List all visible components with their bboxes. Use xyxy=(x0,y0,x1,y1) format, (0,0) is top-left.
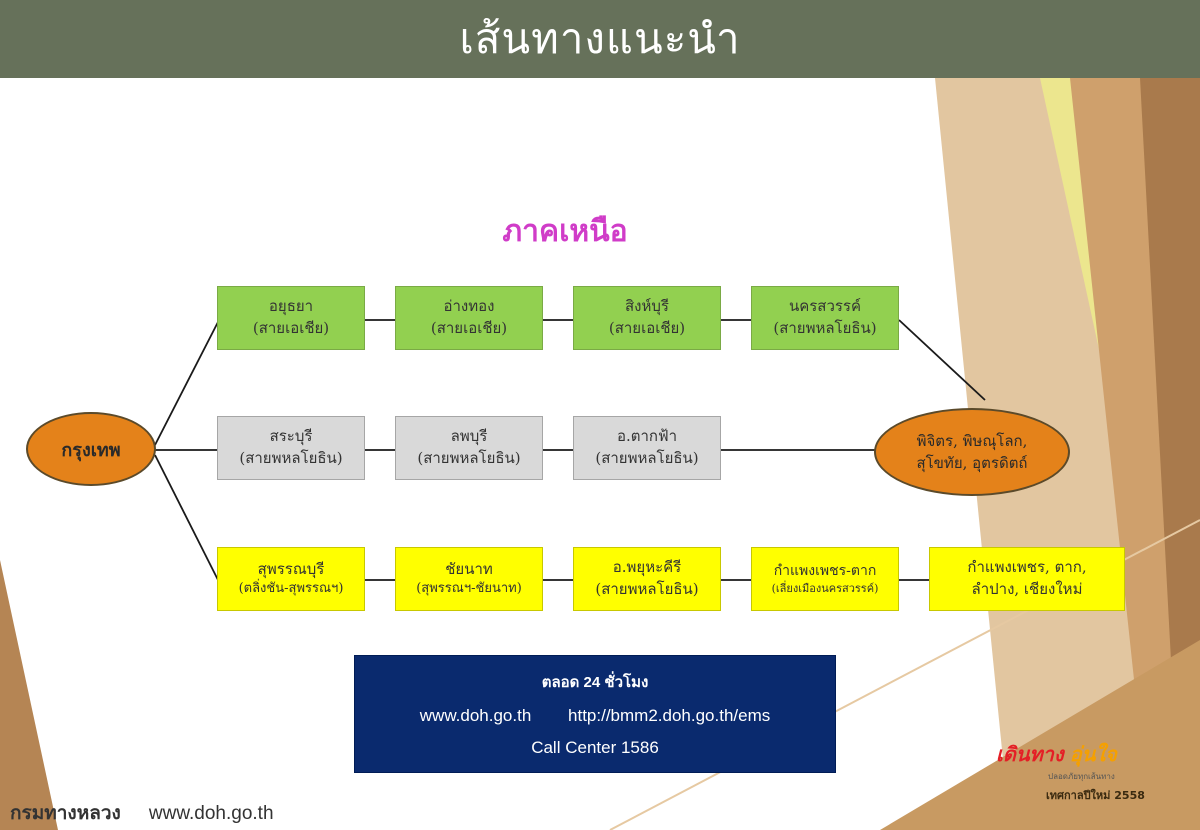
node-row1-4: นครสวรรค์ (สายพหลโยธิน) xyxy=(751,286,899,350)
node-name: สิงห์บุรี xyxy=(625,297,669,316)
connector-origin-row3 xyxy=(154,454,219,581)
right-brown-decoration xyxy=(1140,78,1200,830)
node-row3-1: สุพรรณบุรี (ตลิ่งชัน-สุพรรณฯ) xyxy=(217,547,365,611)
footer-website[interactable]: www.doh.go.th xyxy=(148,803,274,824)
website-link-main[interactable]: www.doh.go.th xyxy=(419,706,532,725)
node-road: (สายเอเชีย) xyxy=(430,319,508,337)
node-name: สุพรรณบุรี xyxy=(257,559,325,578)
node-row1-3: สิงห์บุรี (สายเอเชีย) xyxy=(573,286,721,350)
node-row3-4: กำแพงเพชร-ตาก (เลี่ยงเมืองนครสวรรค์) xyxy=(751,547,899,611)
call-center: Call Center 1586 xyxy=(531,738,659,757)
node-name: กำแพงเพชร-ตาก xyxy=(773,562,877,579)
node-road: (สายพหลโยธิน) xyxy=(239,449,343,467)
node-road: (สายพหลโยธิน) xyxy=(773,319,877,337)
node-name: ชัยนาท xyxy=(445,559,493,578)
node-road: (สายพหลโยธิน) xyxy=(595,580,699,598)
node-name: อ.ตากฟ้า xyxy=(616,427,678,446)
node-name: นครสวรรค์ xyxy=(788,297,862,316)
node-name: อ่างทอง xyxy=(443,297,495,316)
node-name: ลพบุรี xyxy=(450,427,488,446)
contact-info-box: ตลอด 24 ชั่วโมง www.doh.go.th http://bmm… xyxy=(354,655,836,773)
destination-node: พิจิตร, พิษณุโลก, สุโขทัย, อุตรดิตถ์ xyxy=(874,408,1070,496)
origin-node: กรุงเทพ xyxy=(26,412,156,486)
logo-text-1: เดินทาง xyxy=(996,742,1064,766)
destination-line1: พิจิตร, พิษณุโลก, xyxy=(916,431,1028,450)
footer: กรมทางหลวง www.doh.go.th xyxy=(10,798,274,828)
connector-origin-row1 xyxy=(154,321,219,446)
footer-org: กรมทางหลวง xyxy=(10,802,121,824)
service-hours: ตลอด 24 ชั่วโมง xyxy=(541,674,649,691)
logo-subtitle: ปลอดภัยทุกเส้นทาง xyxy=(1048,772,1115,781)
origin-label: กรุงเทพ xyxy=(61,439,121,461)
node-row3-2: ชัยนาท (สุพรรณฯ-ชัยนาท) xyxy=(395,547,543,611)
website-link-ems[interactable]: http://bmm2.doh.go.th/ems xyxy=(568,706,771,725)
node-road: (สายพหลโยธิน) xyxy=(417,449,521,467)
campaign-logo: เดินทางอุ่นใจ ปลอดภัยทุกเส้นทาง เทศกาลปี… xyxy=(996,738,1186,822)
node-row2-3: อ.ตากฟ้า (สายพหลโยธิน) xyxy=(573,416,721,480)
node-road: (สายเอเชีย) xyxy=(608,319,686,337)
node-road: (สุพรรณฯ-ชัยนาท) xyxy=(416,581,522,597)
node-row2-2: ลพบุรี (สายพหลโยธิน) xyxy=(395,416,543,480)
node-road: (เลี่ยงเมืองนครสวรรค์) xyxy=(771,582,879,596)
logo-text-2: อุ่นใจ xyxy=(1069,742,1117,766)
node-road: (สายเอเชีย) xyxy=(252,319,330,337)
bottom-right-decoration xyxy=(880,640,1200,830)
node-row3-5: กำแพงเพชร, ตาก, ลำปาง, เชียงใหม่ xyxy=(929,547,1125,611)
node-road: (สายพหลโยธิน) xyxy=(595,449,699,467)
node-name: อยุธยา xyxy=(268,297,314,316)
region-heading: ภาคเหนือ xyxy=(502,214,628,249)
node-road: (ตลิ่งชัน-สุพรรณฯ) xyxy=(238,581,344,597)
node-row1-2: อ่างทอง (สายเอเชีย) xyxy=(395,286,543,350)
node-name: สระบุรี xyxy=(269,427,313,446)
page-title: เส้นทางแนะนำ xyxy=(459,14,741,63)
node-row3-3: อ.พยุหะคีรี (สายพหลโยธิน) xyxy=(573,547,721,611)
node-row2-1: สระบุรี (สายพหลโยธิน) xyxy=(217,416,365,480)
node-name: กำแพงเพชร, ตาก, xyxy=(967,558,1087,577)
logo-title: เดินทางอุ่นใจ xyxy=(996,738,1117,770)
destination-line2: สุโขทัย, อุตรดิตถ์ xyxy=(916,454,1028,472)
node-name: อ.พยุหะคีรี xyxy=(612,558,682,577)
title-bar: เส้นทางแนะนำ xyxy=(0,0,1200,78)
left-corner-decoration xyxy=(0,560,58,830)
logo-festival: เทศกาลปีใหม่ 2558 xyxy=(1046,789,1145,802)
website-row: www.doh.go.th http://bmm2.doh.go.th/ems xyxy=(404,706,786,726)
node-road: ลำปาง, เชียงใหม่ xyxy=(971,580,1083,598)
connector-r1-dest xyxy=(898,319,986,401)
node-row1-1: อยุธยา (สายเอเชีย) xyxy=(217,286,365,350)
